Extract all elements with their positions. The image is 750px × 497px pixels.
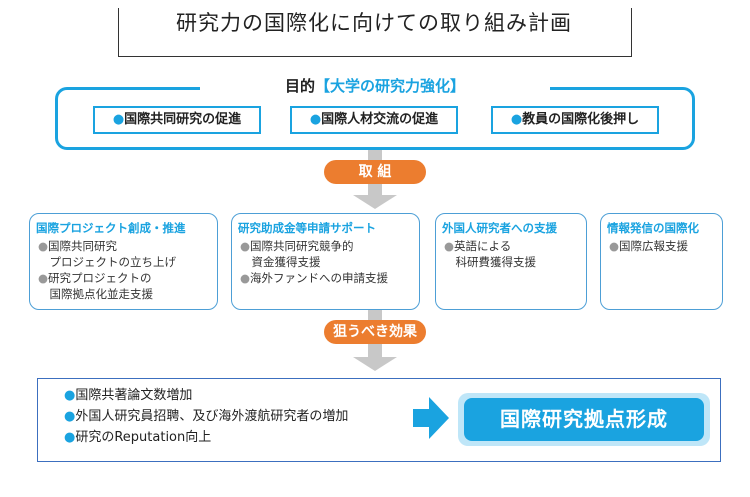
bullet-icon: ● [64, 388, 76, 403]
action-box: 国際プロジェクト創成・推進 ●国際共同研究 プロジェクトの立ち上げ ●研究プロジ… [29, 213, 218, 310]
goal-item-label: 教員の国際化後押し [522, 112, 640, 127]
goal-title: 目的【大学の研究力強化】 [200, 74, 550, 98]
action-item-label: 海外ファンドへの申請支援 [250, 271, 389, 285]
goal-item: ●教員の国際化後押し [491, 106, 659, 134]
connector-label-effects: 狙うべき効果 [324, 320, 426, 344]
action-item-label: 研究プロジェクトの 国際拠点化並走支援 [48, 271, 153, 301]
action-box: 情報発信の国際化 ●国際広報支援 [600, 213, 723, 310]
goal-accent: 【大学の研究力強化】 [315, 77, 466, 95]
bullet-icon: ● [240, 271, 251, 285]
bullet-icon: ● [38, 239, 49, 253]
down-arrow-icon [353, 195, 397, 209]
bullet-icon: ● [64, 409, 76, 424]
bullet-icon: ● [510, 112, 523, 127]
bullet-icon: ● [609, 239, 620, 253]
result-label: 国際研究拠点形成 [464, 398, 704, 441]
title-bracket [118, 8, 632, 57]
bullet-icon: ● [240, 239, 251, 253]
action-item-label: 国際共同研究競争的 資金獲得支援 [250, 239, 354, 269]
action-item-label: 国際共同研究 プロジェクトの立ち上げ [48, 239, 176, 269]
action-heading: 外国人研究者への支援 [442, 221, 557, 235]
effect-item-label: 研究のReputation向上 [75, 430, 212, 445]
effect-item: ●研究のReputation向上 [64, 429, 211, 447]
action-item: ●海外ファンドへの申請支援 [240, 270, 415, 286]
goal-label: 目的 [284, 77, 315, 95]
bullet-icon: ● [38, 271, 49, 285]
goal-item: ●国際共同研究の促進 [93, 106, 261, 134]
bullet-icon: ● [309, 112, 322, 127]
effect-item: ●外国人研究員招聘、及び海外渡航研究者の増加 [64, 408, 348, 426]
right-arrow-icon [413, 397, 449, 439]
bullet-icon: ● [444, 239, 455, 253]
goal-item: ●国際人材交流の促進 [290, 106, 458, 134]
effect-item: ●国際共著論文数増加 [64, 387, 192, 405]
action-item: ●研究プロジェクトの 国際拠点化並走支援 [38, 270, 213, 302]
goal-item-label: 国際人材交流の促進 [321, 112, 439, 127]
effect-item-label: 国際共著論文数増加 [75, 388, 193, 403]
goal-item-label: 国際共同研究の促進 [124, 112, 242, 127]
action-heading: 研究助成金等申請サポート [238, 221, 376, 235]
effect-item-label: 外国人研究員招聘、及び海外渡航研究者の増加 [75, 409, 349, 424]
action-heading: 情報発信の国際化 [607, 221, 699, 235]
action-heading: 国際プロジェクト創成・推進 [36, 221, 186, 235]
down-arrow-icon [353, 357, 397, 371]
bullet-icon: ● [64, 430, 76, 445]
action-box: 研究助成金等申請サポート ●国際共同研究競争的 資金獲得支援 ●海外ファンドへの… [231, 213, 420, 310]
action-item: ●国際共同研究 プロジェクトの立ち上げ [38, 238, 213, 270]
action-item-label: 国際広報支援 [619, 239, 689, 253]
action-box: 外国人研究者への支援 ●英語による 科研費獲得支援 [435, 213, 587, 310]
action-item-label: 英語による 科研費獲得支援 [454, 239, 536, 269]
action-item: ●英語による 科研費獲得支援 [444, 238, 582, 270]
connector-label-torikumi: 取 組 [324, 160, 426, 184]
action-item: ●国際共同研究競争的 資金獲得支援 [240, 238, 415, 270]
page-title: 研究力の国際化に向けての取り組み計画 [176, 11, 572, 35]
bullet-icon: ● [112, 112, 125, 127]
action-item: ●国際広報支援 [609, 238, 718, 254]
